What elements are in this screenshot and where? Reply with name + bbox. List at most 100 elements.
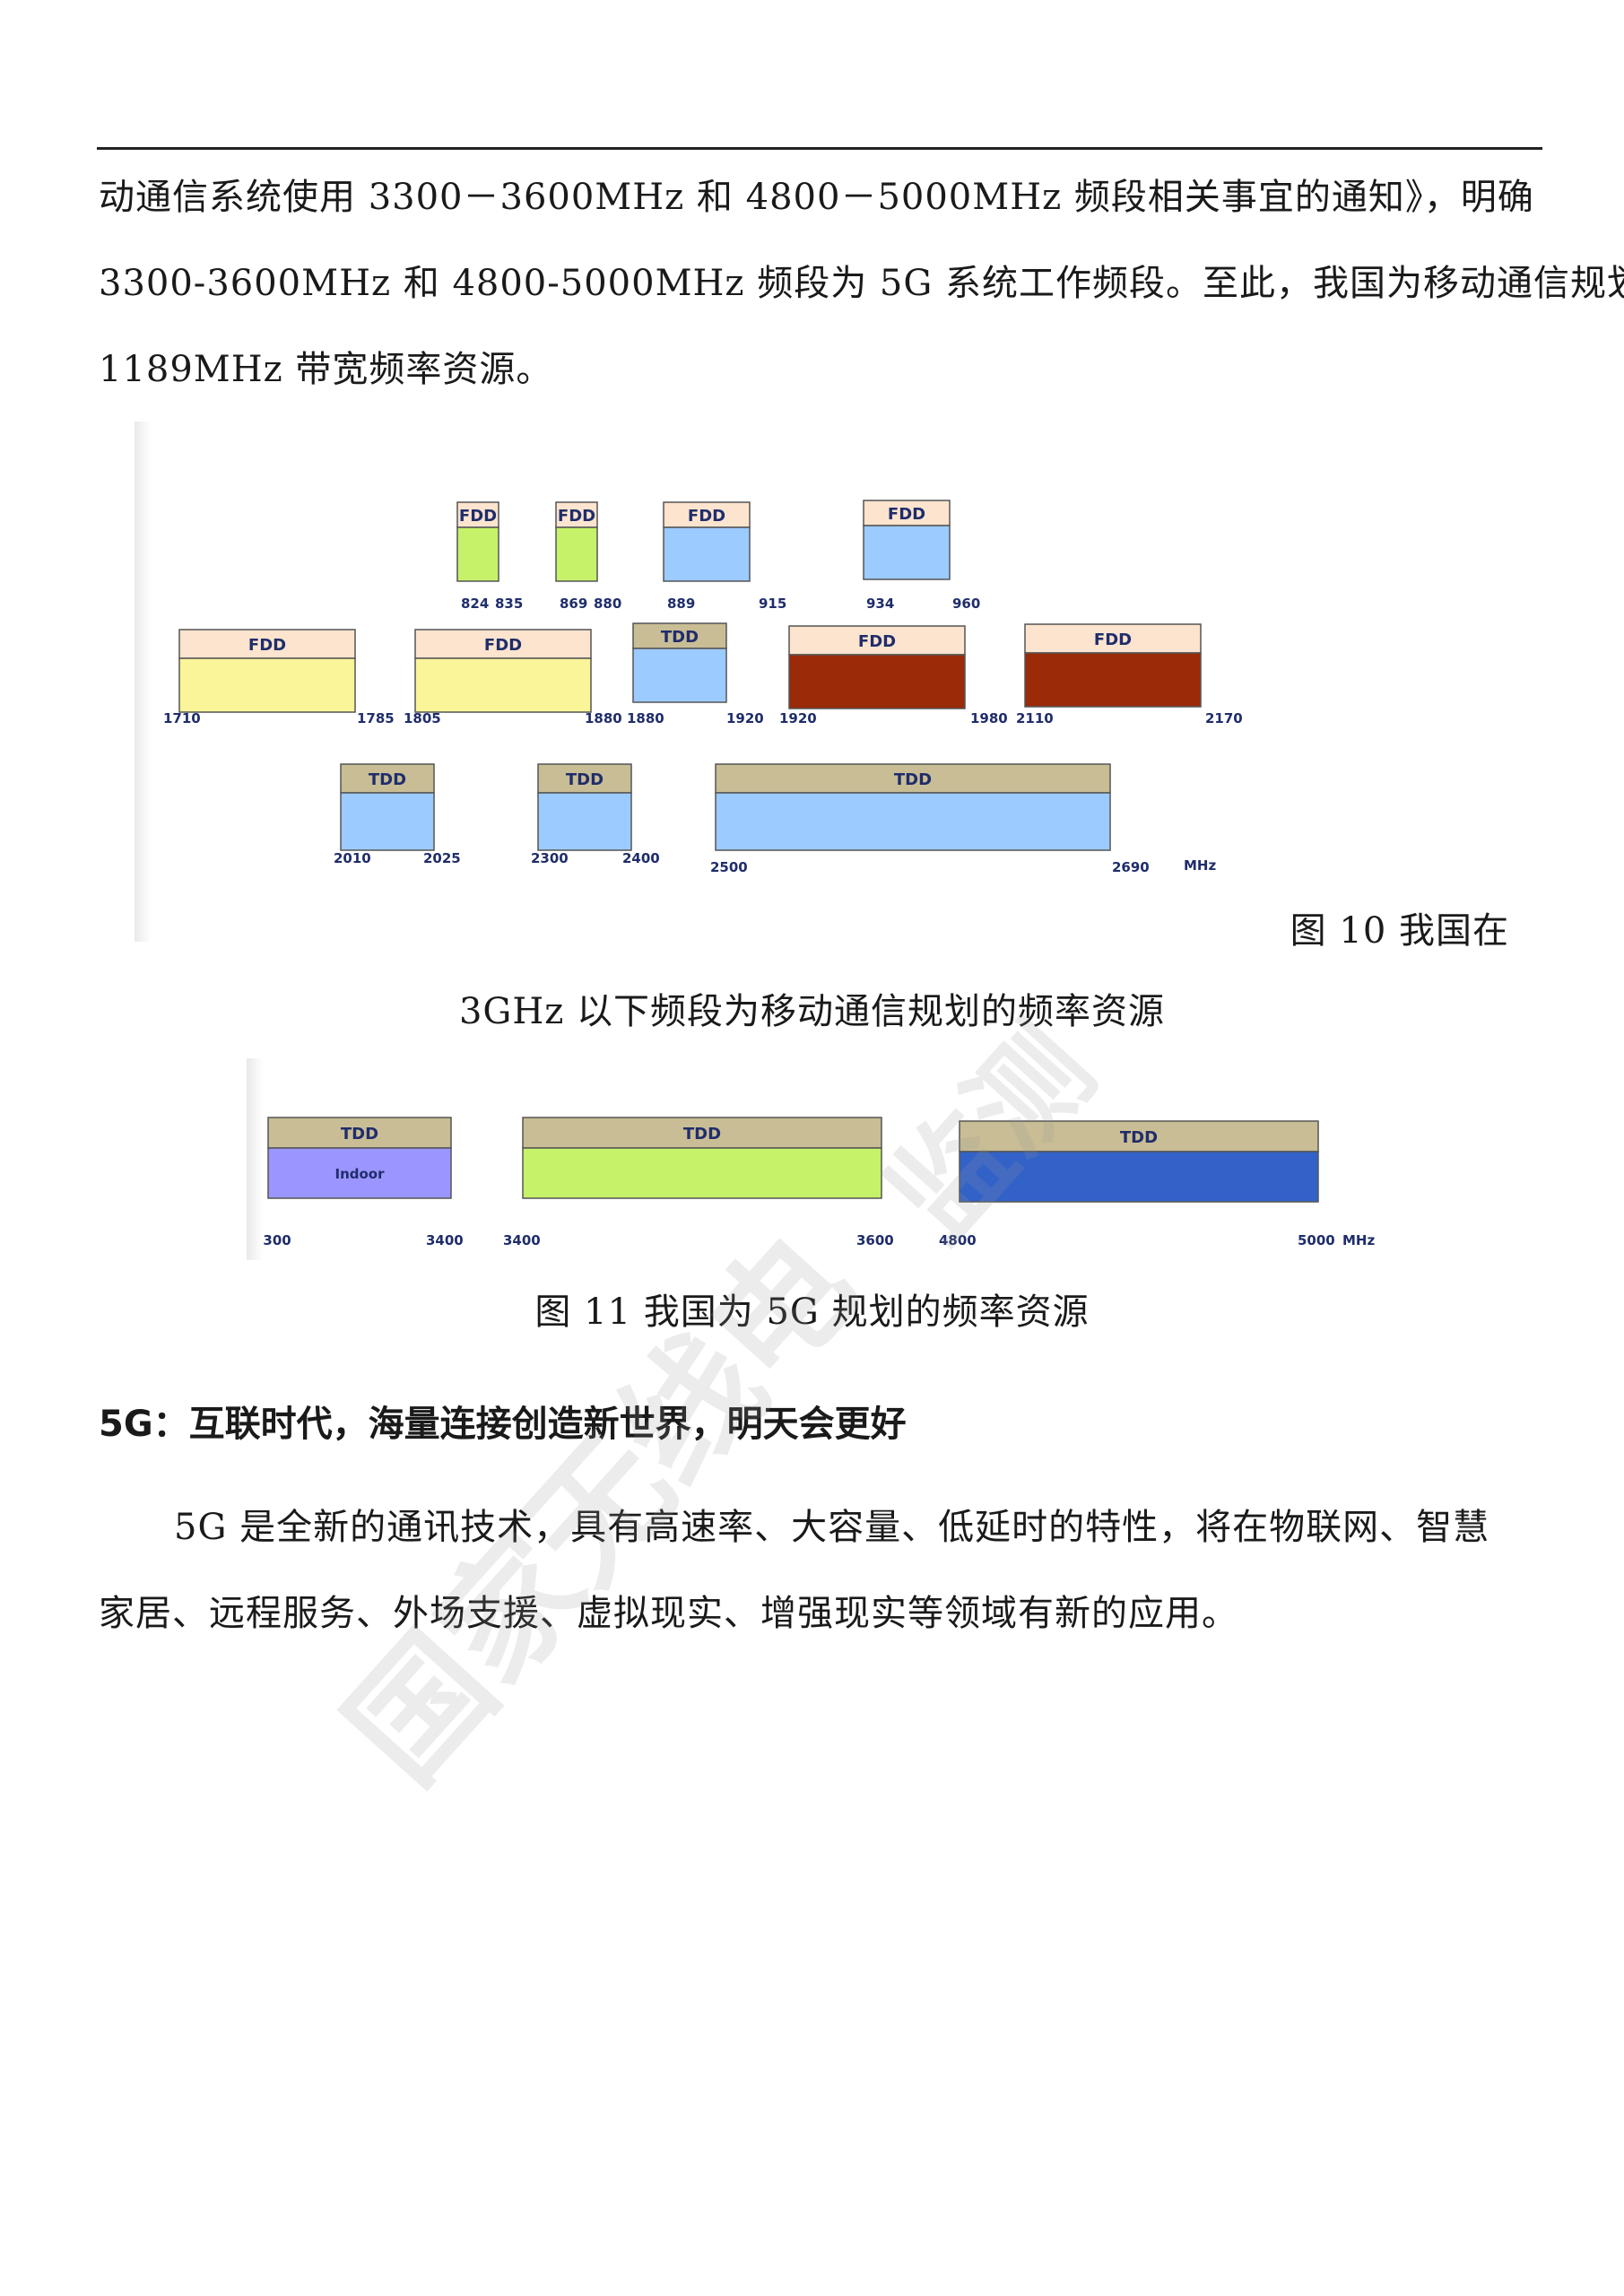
band-block: TDD 1880 1920: [627, 622, 764, 726]
freq-high-label: 3600: [856, 1232, 894, 1248]
band-body: [522, 1147, 882, 1199]
freq-low-label: 3400: [503, 1232, 541, 1248]
unit-label: MHz: [1184, 857, 1216, 874]
band-header: [537, 763, 632, 794]
band-block: TDD 2300 2400: [531, 763, 660, 866]
freq-high-label: 1785: [357, 710, 395, 726]
band-body: [1024, 652, 1202, 708]
paragraph-line: 3300-3600MHz 和 4800-5000MHz 频段为 5G 系统工作频…: [99, 263, 1624, 304]
freq-low-label: 2110: [1016, 710, 1054, 726]
band-body: [178, 657, 356, 713]
freq-low-label: 869: [560, 596, 587, 612]
band-type-label: TDD: [369, 770, 406, 789]
freq-high-label: 1920: [726, 710, 764, 726]
freq-high-label: 1880: [585, 710, 622, 726]
band-block: TDD 2500 2690: [710, 763, 1150, 875]
band-block: FDD 824 835: [456, 501, 523, 612]
band-body: [788, 654, 966, 709]
freq-high-label: 5000: [1298, 1232, 1335, 1248]
band-type-label: FDD: [558, 507, 595, 526]
band-body: [267, 1147, 452, 1199]
freq-low-label: 824: [461, 596, 489, 612]
band-type-label: FDD: [459, 507, 497, 526]
freq-low-label: 1880: [627, 710, 664, 726]
freq-high-label: 880: [594, 596, 621, 612]
band-block: TDD 2010 2025: [334, 763, 461, 866]
band-header: [788, 625, 966, 656]
freq-low-label: 3300: [254, 1232, 291, 1248]
paragraph-line: 5G 是全新的通讯技术，具有高速率、大容量、低延时的特性，将在物联网、智慧: [174, 1507, 1490, 1548]
band-block: FDD 1920 1980: [779, 625, 1008, 726]
freq-high-label: 2690: [1112, 859, 1150, 875]
freq-low-label: 2300: [531, 850, 569, 866]
band-type-label: FDD: [688, 507, 725, 526]
figure-10-caption: 图 10 我国在: [1290, 910, 1509, 952]
band-block: FDD 869 880: [555, 501, 621, 612]
figure-11-5g-spectrum: TDD Indoor 3300 3400 TDD 3400 3600 TDD 4800 5000 M…: [247, 1058, 1394, 1260]
band-block: FDD 889 915: [663, 501, 786, 612]
band-body: [414, 657, 592, 713]
band-type-label: FDD: [888, 505, 925, 524]
paragraph-line: 家居、远程服务、外场支援、虚拟现实、增强现实等领域有新的应用。: [99, 1593, 1238, 1634]
freq-high-label: 1980: [970, 710, 1008, 726]
freq-low-label: 889: [667, 596, 695, 612]
band-header: [414, 629, 592, 659]
band-type-label: FDD: [858, 632, 896, 651]
band-block: TDD 4800 5000: [939, 1120, 1335, 1248]
freq-high-label: 960: [952, 596, 980, 612]
band-body: [632, 648, 727, 703]
band-body: [663, 526, 751, 582]
band-type-label: FDD: [484, 636, 522, 655]
band-header: [959, 1120, 1319, 1152]
band-block: FDD 1805 1880: [404, 629, 622, 726]
freq-low-label: 2010: [334, 850, 371, 866]
figure-scan-shadow: [247, 1058, 263, 1260]
freq-high-label: 3400: [426, 1232, 464, 1248]
freq-high-label: 915: [759, 596, 786, 612]
band-header: [340, 763, 435, 794]
band-type-label: TDD: [661, 628, 699, 647]
freq-high-label: 2170: [1205, 710, 1243, 726]
band-block: TDD 3400 3600: [503, 1117, 894, 1248]
freq-low-label: 4800: [939, 1232, 977, 1248]
header-rule: [97, 147, 1542, 150]
band-body: [959, 1151, 1319, 1203]
freq-high-label: 2400: [622, 850, 660, 866]
band-body: [340, 792, 435, 851]
freq-low-label: 1920: [779, 710, 817, 726]
band-type-label: TDD: [566, 770, 604, 789]
band-sub-label: Indoor: [334, 1166, 385, 1182]
freq-low-label: 934: [866, 596, 894, 612]
freq-high-label: 835: [495, 596, 523, 612]
band-type-label: FDD: [1094, 631, 1132, 649]
freq-low-label: 2500: [710, 859, 748, 875]
band-body: [715, 792, 1111, 851]
band-block: FDD 934 960: [863, 500, 980, 612]
figure-10-caption-cont: 3GHz 以下频段为移动通信规划的频率资源: [458, 991, 1166, 1032]
freq-low-label: 1805: [404, 710, 441, 726]
band-body: [456, 526, 499, 582]
band-block: FDD 1710 1785: [163, 629, 395, 726]
band-header: [522, 1117, 882, 1149]
band-type-label: TDD: [683, 1125, 721, 1144]
figure-scan-shadow: [135, 422, 151, 942]
paragraph-line: 1189MHz 带宽频率资源。: [99, 349, 553, 390]
band-type-label: TDD: [341, 1125, 378, 1144]
band-block: FDD 2110 2170: [1016, 623, 1243, 726]
band-body: [555, 526, 598, 582]
freq-high-label: 2025: [423, 850, 461, 866]
freq-low-label: 1710: [163, 710, 201, 726]
unit-label: MHz: [1342, 1232, 1375, 1248]
band-header: [715, 763, 1111, 794]
band-body: [863, 525, 951, 580]
band-type-label: FDD: [248, 636, 286, 655]
band-block: TDD Indoor 3300 3400: [254, 1117, 464, 1248]
band-body: [537, 792, 632, 851]
section-heading: 5G：互联时代，海量连接创造新世界，明天会更好: [99, 1404, 907, 1445]
band-type-label: TDD: [894, 770, 932, 789]
band-type-label: TDD: [1120, 1128, 1158, 1147]
figure-11-caption: 图 11 我国为 5G 规划的频率资源: [534, 1292, 1090, 1333]
band-header: [863, 500, 951, 526]
paragraph-line: 动通信系统使用 3300－3600MHz 和 4800－5000MHz 频段相关…: [99, 177, 1534, 218]
